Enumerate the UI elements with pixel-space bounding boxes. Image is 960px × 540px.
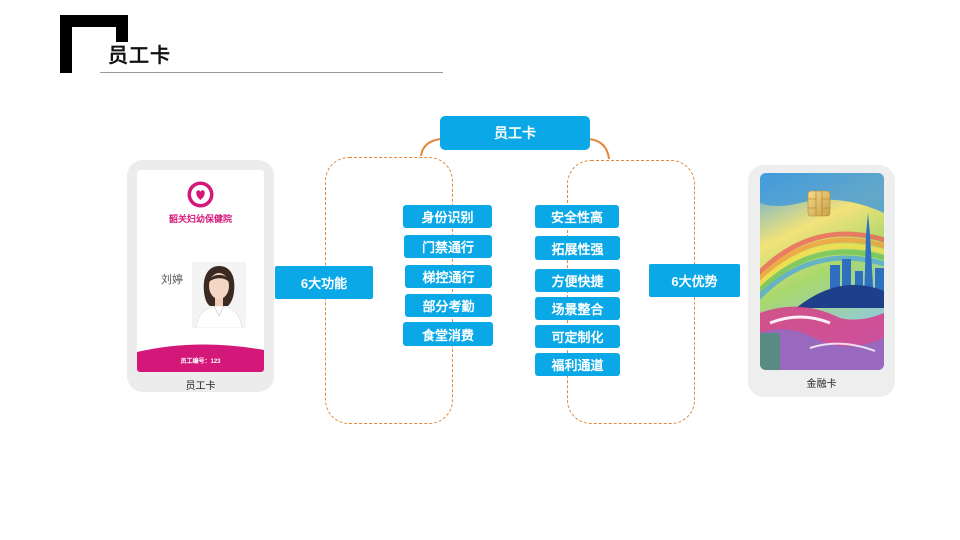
connector-right [588, 138, 610, 160]
advantage-item: 安全性高 [535, 205, 619, 228]
financial-card-caption: 金融卡 [806, 379, 837, 390]
employee-photo [192, 262, 246, 328]
hospital-name: 韶关妇幼保健院 [168, 214, 232, 224]
financial-card [760, 173, 884, 370]
advantage-item: 场景整合 [535, 297, 620, 320]
title-bracket-right [116, 15, 128, 42]
advantage-item: 福利通道 [535, 353, 620, 376]
employee-id-number: 员工编号：123 [180, 359, 221, 365]
advantage-item: 拓展性强 [535, 236, 620, 260]
connector-left [420, 138, 442, 157]
advantage-item: 可定制化 [535, 325, 620, 348]
title-underline [100, 72, 443, 73]
functions-label: 6大功能 [275, 266, 373, 299]
employee-card-caption: 员工卡 [185, 381, 216, 392]
function-item: 身份识别 [403, 205, 492, 228]
advantage-item: 方便快捷 [535, 269, 620, 292]
card-chip-icon [807, 190, 831, 217]
employee-card: 韶关妇幼保健院 刘婷 员工编号：123 [137, 170, 264, 372]
function-item: 部分考勤 [405, 294, 492, 317]
function-item: 门禁通行 [404, 235, 492, 258]
function-item: 食堂消费 [403, 322, 493, 346]
page-title: 员工卡 [108, 45, 171, 67]
rainbow [760, 231, 884, 300]
center-title-box: 员工卡 [440, 116, 590, 150]
hospital-logo-icon [187, 181, 214, 208]
bridge [796, 284, 884, 308]
title-bracket-top [60, 15, 128, 27]
financial-card-artwork [760, 173, 884, 370]
employee-name: 刘婷 [161, 274, 183, 286]
employee-id-band [137, 344, 264, 372]
advantages-label: 6大优势 [649, 264, 740, 297]
title-bracket-left [60, 15, 72, 73]
function-item: 梯控通行 [405, 265, 492, 288]
